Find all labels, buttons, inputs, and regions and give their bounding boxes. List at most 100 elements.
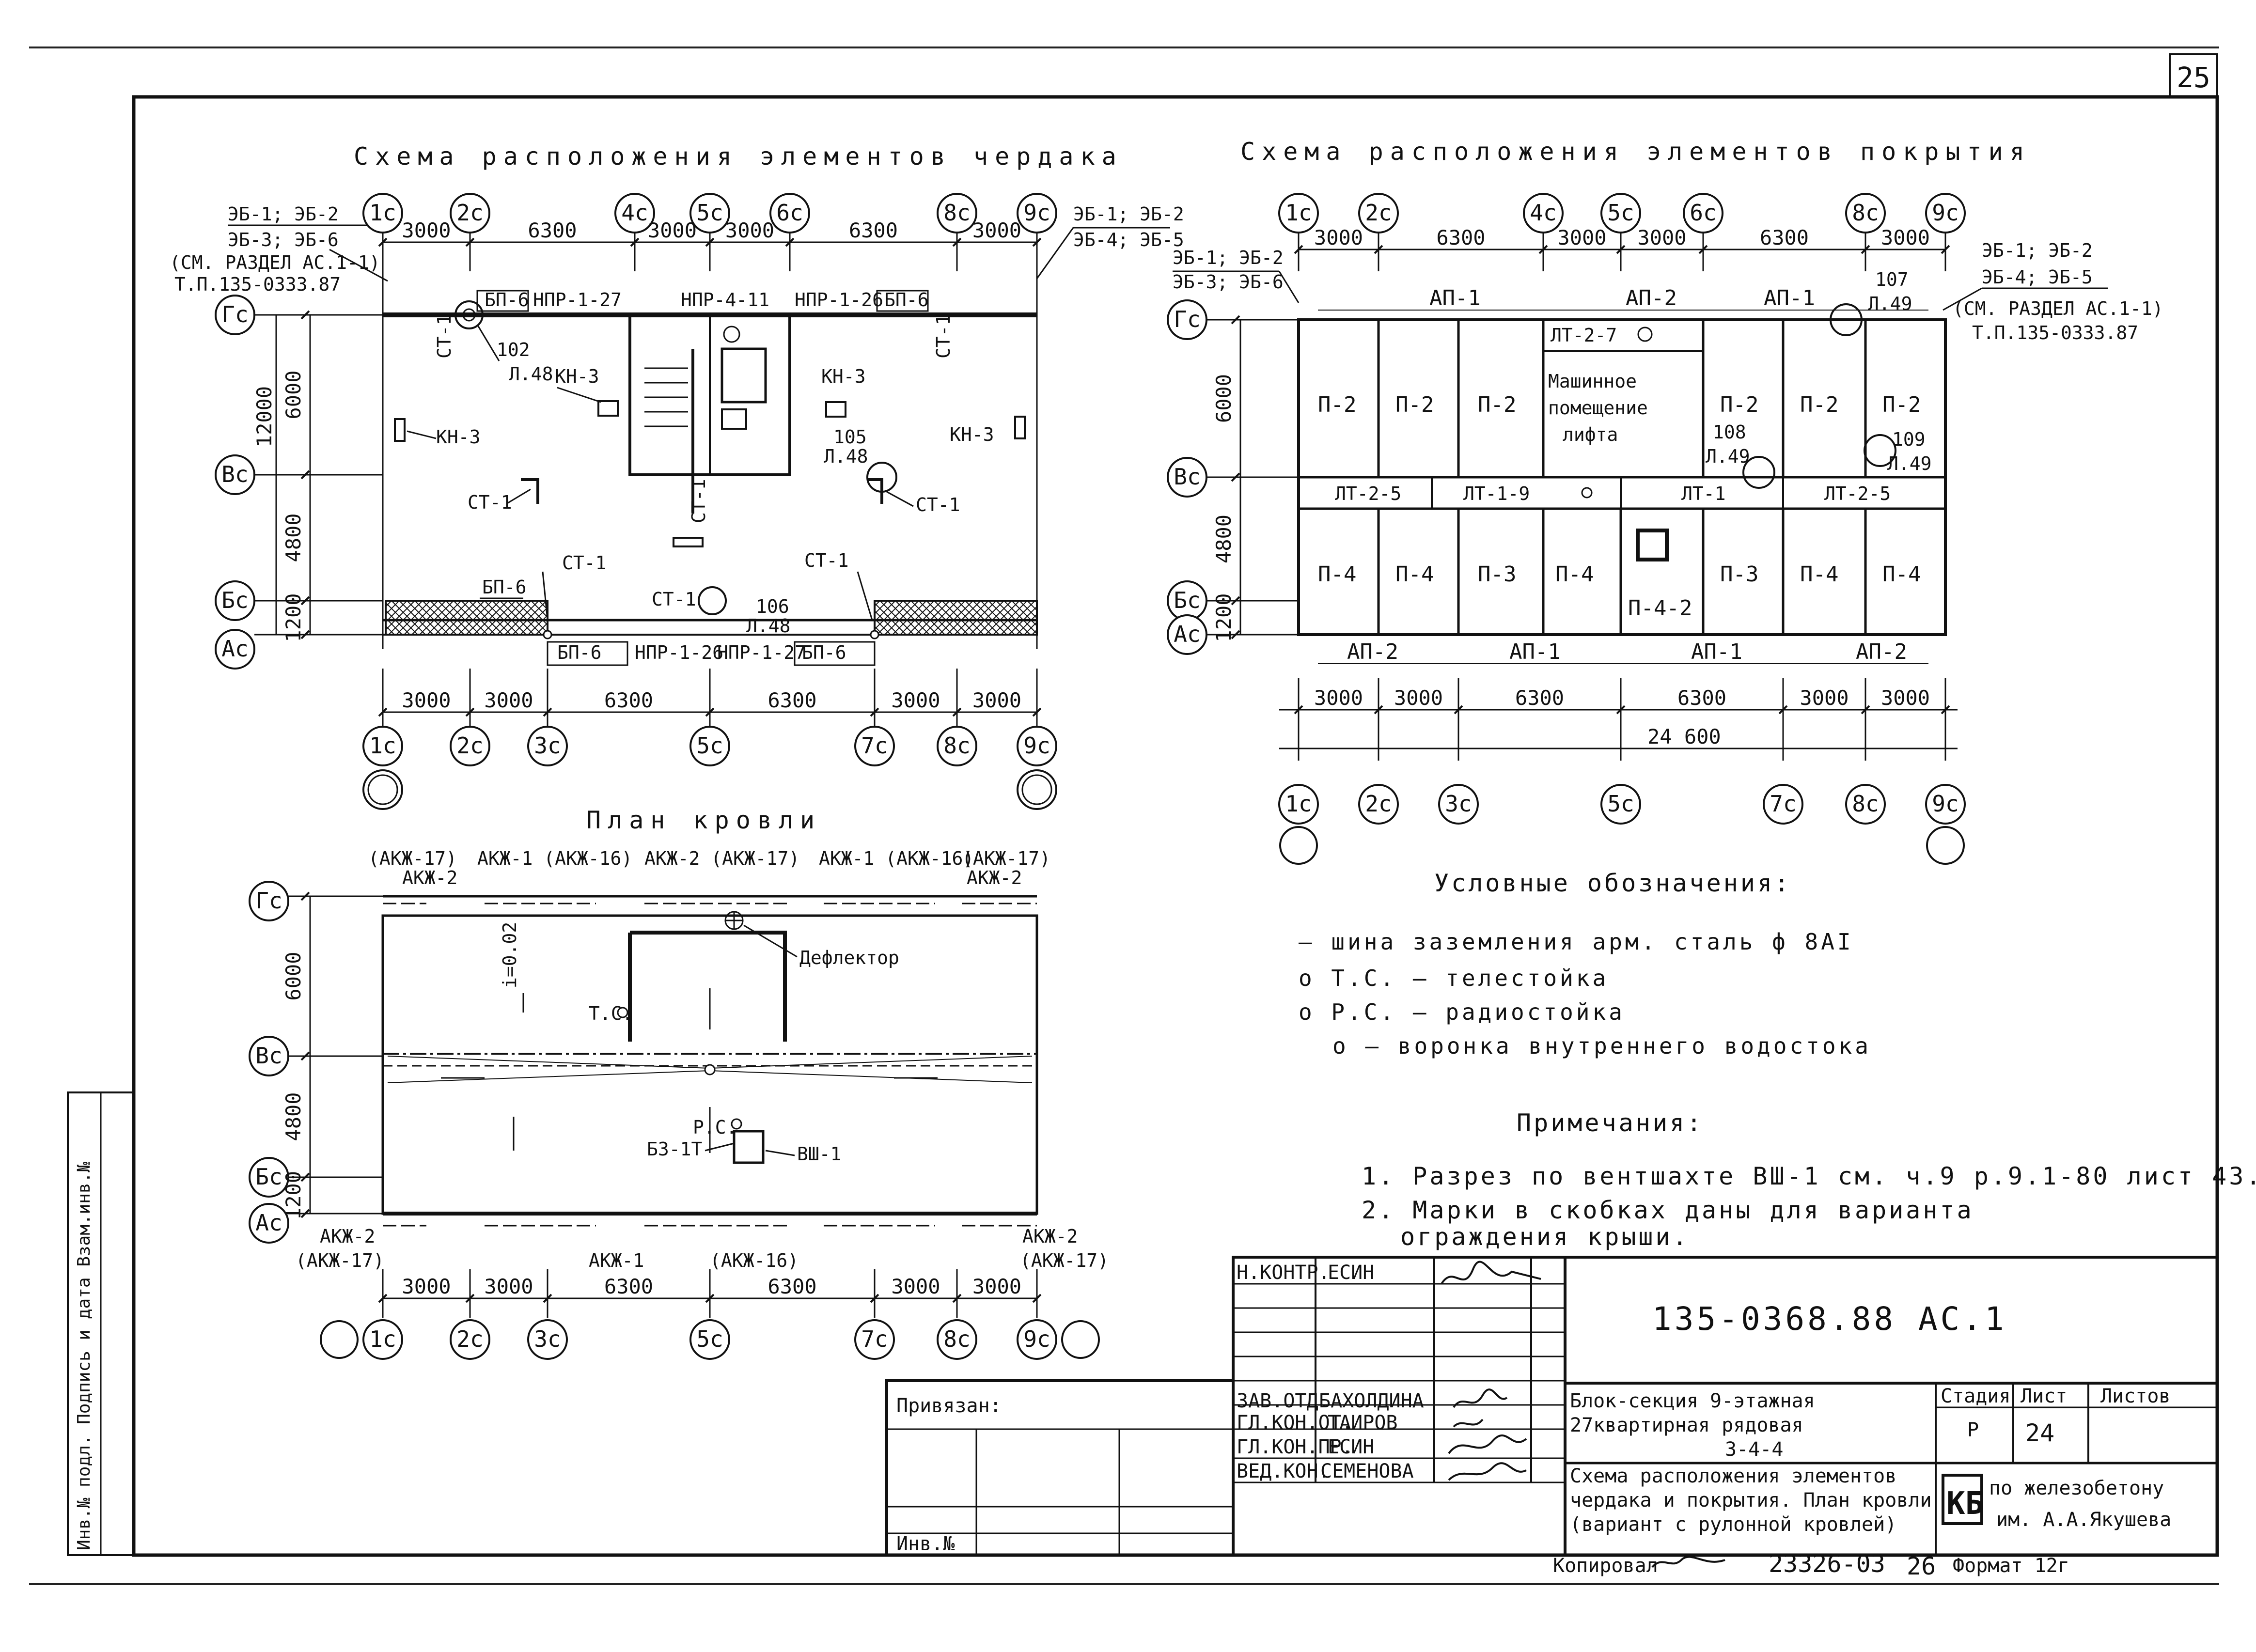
roofplan-body: Дефлектор i=0.02 Т.С. Р.С. БЗ-1Т ВШ-1 [381,895,1038,1227]
attic-bottom-dim-5: 3000 [972,688,1021,712]
cover-callout-l49-a: Л.49 [1868,293,1912,314]
rp-bottom-axis-1с: 1с [369,1326,396,1352]
tb-stage: Р [1967,1419,1979,1441]
rp-bot-2: (АКЖ-17) [296,1250,384,1271]
cover-mid-2: ЛТ-1-9 [1463,483,1530,504]
attic-left-dim-1: 4800 [282,513,305,562]
cover-bottom-axis-2с: 2с [1365,791,1392,817]
attic-bp6-e: БП-6 [802,642,846,663]
attic-left-axis-Гс: Гс [221,301,248,327]
rp-left-dim-0: 6000 [282,951,305,1000]
title-block: Привязан: Инв.№ Н.КОНТР. ЕСИН ЗАВ.ОТД. Б… [885,1256,2219,1580]
attic-bottom-axis-1с: 1с [369,732,396,759]
cover-left-dim-0: 6000 [1212,374,1236,423]
attic-ref-left-2: ЭБ-3; ЭБ-6 [228,229,339,250]
cover-callout-l49-b: Л.49 [1706,446,1750,467]
rp-bot-1: АКЖ-2 [320,1226,375,1247]
cover-cell-l5: П-4-2 [1628,596,1692,621]
attic-st1-f: СТ-1 [562,552,607,574]
attic-top-dim-1: 6300 [528,218,577,242]
cover-marker-right [1926,826,1965,865]
rp-bottom-axis-9с-circle [1017,1319,1057,1360]
cover-bottom-dim-1: 3000 [1394,686,1443,710]
cover-cell-u4: П-2 [1720,392,1758,417]
attic-left-dim-2: 1200 [282,593,305,642]
tb-format: Формат 12г [1953,1555,2069,1577]
cover-cell-u3: П-2 [1478,392,1516,417]
rp-bottom-axis-7с-circle [854,1319,895,1360]
attic-left-axis-Вс: Вс [221,461,248,487]
attic-left-axis-Бс: Бс [221,587,248,613]
rp-bottom-axis-5с-circle [689,1319,730,1360]
attic-kn3-c: КН-3 [436,426,481,448]
org-logo-box [1942,1474,1983,1525]
attic-npr126-a: НПР-1-26 [795,289,883,311]
attic-bottom-axis-7с-circle [854,726,895,766]
attic-kn3-b: КН-3 [821,366,866,387]
attic-top-axis-8с: 8с [943,200,970,226]
cover-top-beam-1: АП-1 [1429,286,1481,311]
cover-bottom-axis-9с: 9с [1932,791,1958,817]
tb-code: 135-0368.88 АС.1 [1652,1300,2007,1338]
cover-bottom-axis-7с-circle [1763,784,1803,825]
cover-total-dim: 24 600 [1647,725,1721,748]
attic-npr127-b: НПР-1-27 [717,642,806,663]
attic-bp6-c: БП-6 [482,577,527,598]
cover-top-dim-1: 6300 [1436,226,1485,249]
attic-title: Схема расположения элементов чердака [354,142,1123,171]
cover-bottom-axis-1с-circle [1278,784,1319,825]
tb-name-1: ЕСИН [1328,1262,1374,1284]
attic-top-dim-0: 3000 [402,218,451,242]
attic-bottom-axis-8с: 8с [943,732,970,759]
attic-kn3-d: КН-3 [950,424,994,445]
rp-b31t: БЗ-1Т [647,1138,702,1160]
tb-sheet-title-2: чердака и покрытия. План кровли [1570,1489,1932,1512]
attic-bottom-axis-3с: 3с [534,732,561,759]
rp-vsh1: ВШ-1 [797,1143,842,1165]
cover-bottom-dim-0: 3000 [1314,686,1363,710]
cover-ref-left: ЭБ-1; ЭБ-2 ЭБ-3; ЭБ-6 [1173,247,1300,303]
cover-cell-l7: П-4 [1800,562,1838,587]
rp-slope: i=0.02 [499,922,520,988]
cover-ref-right-4: Т.П.135-0333.87 [1972,322,2138,343]
tb-bound: Привязан: [896,1395,1002,1417]
rp-left-dim-2: 1200 [282,1171,305,1220]
cover-bottom-dim-3: 6300 [1677,686,1726,710]
rp-bottom-axis-8с: 8с [943,1326,970,1352]
rp-bottom-dim-4: 3000 [891,1275,940,1298]
legend-item-2: о Т.С. — телестойка [1299,965,1609,991]
rp-left-axis-Гс-circle [249,881,289,921]
tb-project-3: 3-4-4 [1725,1438,1783,1461]
cover-top-axis-2с: 2с [1365,200,1392,226]
tb-project-2: 27квартирная рядовая [1570,1414,1803,1436]
cover-cell-l1: П-4 [1318,562,1356,587]
tb-project-1: Блок-секция 9-этажная [1570,1390,1815,1412]
rp-bottom-dim-1: 3000 [484,1275,533,1298]
signature-4 [1448,1434,1527,1454]
rp-bot-4: (АКЖ-16) [710,1250,799,1271]
attic-bottom-axis-9с: 9с [1023,732,1050,759]
cover-bottom-axis-9с-circle [1925,784,1966,825]
cover-plan: АП-1 АП-2 АП-1 П-2 П-2 П-2 П-2 П-2 П-2 Л… [1297,269,1947,664]
rp-bottom-axis-7с: 7с [861,1326,888,1352]
attic-npr126-b: НПР-1-26 [635,642,723,663]
attic-n106: 106 [756,596,789,617]
attic-l48-c: Л.48 [746,615,791,637]
cover-top-dim-5: 3000 [1881,226,1930,249]
note-1: 1. Разрез по вентшахте ВШ-1 см. ч.9 р.9.… [1362,1162,2256,1190]
attic-bottom-axis-9с-circle [1017,726,1057,766]
page-number-box [2169,53,2218,98]
cover-bottom-axis-1с: 1с [1285,791,1312,817]
cover-bottom-axis-3с-circle [1438,784,1479,825]
legend-title: Условные обозначения: [1434,869,1791,897]
cover-left-dim-2: 1200 [1212,593,1236,642]
side-stamp-text: Инв.№ подл. Подпись и дата Взам.инв.№ [74,1162,94,1550]
attic-bottom-axis-3с-circle [527,726,568,766]
signature-3 [1453,1418,1484,1428]
attic-marker-right [1017,769,1057,810]
cover-marker-left [1279,826,1318,865]
rp-bottom-axis-8с-circle [937,1319,977,1360]
attic-ref-left-4: Т.П.135-0333.87 [174,274,341,295]
cover-bottom-axis-5с: 5с [1607,791,1634,817]
rp-bottom-axis-3с: 3с [534,1326,561,1352]
